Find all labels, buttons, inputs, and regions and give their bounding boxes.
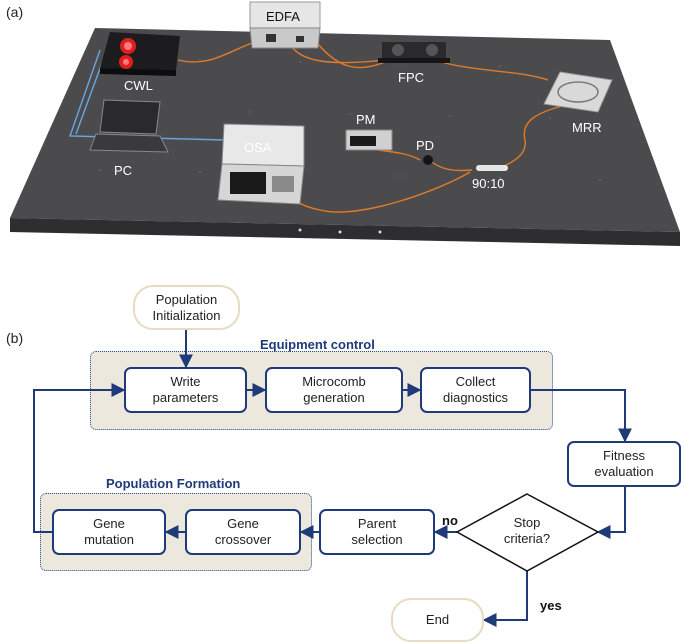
cwl-equipment [100,32,180,76]
coupler-label: 90:10 [472,176,505,191]
pm-equipment [345,129,393,151]
edfa-equipment [249,1,321,49]
panel-a-label: (a) [6,4,24,20]
cwl-label: CWL [124,78,153,93]
optical-table-edge [10,218,680,246]
no-label: no [442,513,458,528]
end-box: End [391,598,484,642]
coupler-equipment [476,165,508,171]
edfa-label: EDFA [266,9,300,24]
optical-setup-illustration: CWL EDFA FPC MRR PC OSA PM [10,1,680,246]
pc-label: PC [114,163,132,178]
arrow-fitness-to-stop [596,487,626,539]
osa-equipment [217,123,305,205]
pc-equipment [89,99,169,153]
equipment-control-title: Equipment control [260,337,375,352]
panel-b-label: (b) [6,330,24,346]
pd-label: PD [416,138,434,153]
mrr-equipment [543,71,613,113]
yes-label: yes [540,598,562,613]
optical-table [10,28,680,232]
pm-label: PM [356,112,376,127]
fpc-equipment [378,42,450,63]
pd-equipment [423,155,433,165]
osa-label: OSA [244,140,272,155]
fpc-label: FPC [398,70,424,85]
population-formation-title: Population Formation [106,476,241,491]
mrr-label: MRR [572,120,602,135]
arrow-stop-to-end [482,571,528,627]
